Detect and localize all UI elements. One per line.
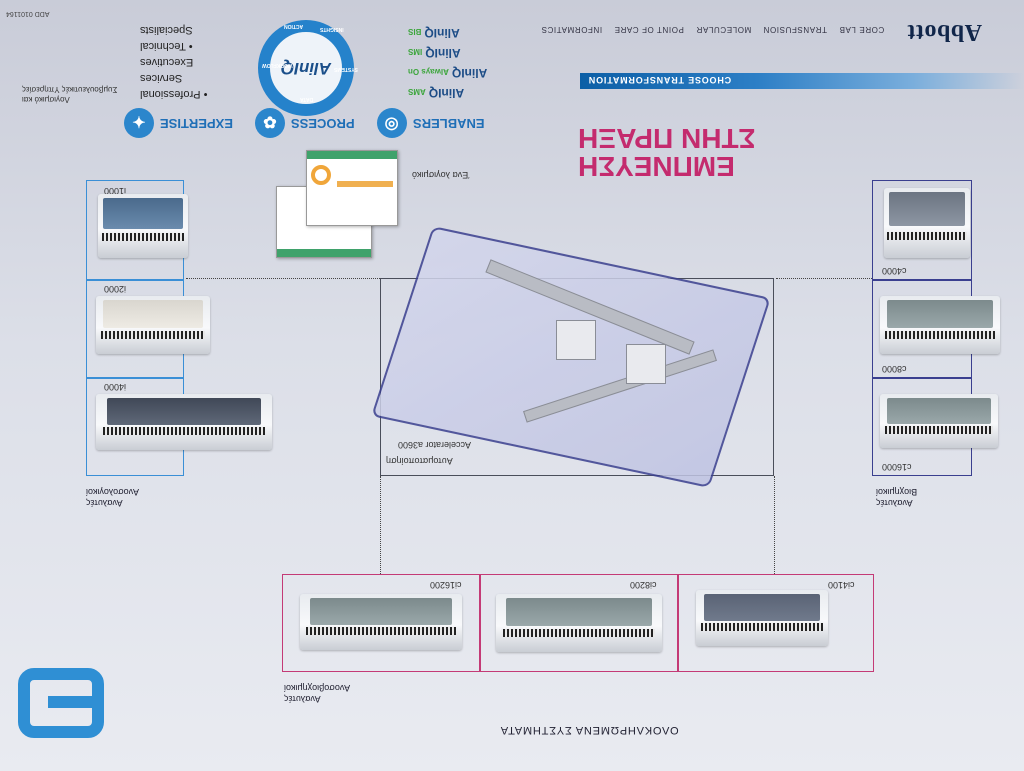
nav-item-core-lab[interactable]: CORE LAB (838, 25, 884, 34)
alinity-always-on: AlinIQAlways On (408, 66, 488, 80)
instrument-ci8200 (496, 594, 662, 652)
document-number: ADD 0101164 (6, 10, 50, 17)
nav-item-transfusion[interactable]: TRANSFUSION (762, 25, 827, 34)
wheel-segment-workflow: WORKFLOW (262, 62, 293, 68)
corner-logo-icon (18, 668, 104, 738)
alinity-ams: AlinIQAMS (408, 86, 465, 100)
connector-down-left (380, 476, 381, 574)
nav-item-informatics[interactable]: INFORMATICS (540, 25, 602, 34)
pillar-process: ✿ PROCESS (254, 108, 355, 138)
model-i4000: i4000 (104, 382, 127, 392)
wheel-segment-insights: INSIGHTS (320, 26, 344, 32)
immuno-group-label: Ανοσολογικοί Αναλυτές (86, 487, 139, 508)
instrument-i1000 (98, 194, 188, 258)
software-screen-front (306, 150, 398, 226)
instrument-c4000 (884, 188, 970, 258)
instrument-c8000 (880, 296, 1000, 354)
alinity-bis: AlinIQBIS (408, 26, 460, 40)
services-list: Specialists • Technical Executives Servi… (140, 24, 208, 100)
nav-item-point-of-care[interactable]: POINT OF CARE (613, 25, 684, 34)
track-module (626, 344, 666, 384)
abbott-logo: Abbott (906, 19, 982, 45)
expertise-icon: ✦ (124, 108, 154, 138)
automation-label: Αυτοματοποίηση (386, 456, 453, 466)
model-i2000: i2000 (104, 284, 127, 294)
model-ci4100: ci4100 (828, 580, 855, 590)
model-ci16200: ci16200 (430, 580, 462, 590)
model-c16000: c16000 (882, 462, 912, 472)
pillar-enablers: ◎ ENABLERS (376, 108, 484, 138)
pillar-expertise: ✦ EXPERTISE (124, 108, 233, 138)
alinity-ims: AlinIQIMS (408, 46, 461, 60)
connector-right (776, 278, 872, 279)
accelerator-model-label: Accelerator a3600 (398, 440, 472, 450)
connector-down-right (774, 476, 775, 574)
instrument-i2000 (96, 296, 210, 354)
ribbon-label: CHOOSE TRANSFORMATION (588, 75, 732, 85)
alinity-products: AlinIQBIS AlinIQIMS AlinIQAlways On Alin… (408, 26, 487, 100)
pillars-row: ✦ EXPERTISE ✿ PROCESS ◎ ENABLERS (124, 108, 484, 138)
instrument-i4000 (96, 394, 272, 450)
transformation-ribbon (580, 73, 1024, 89)
wheel-segment-data: DATA (300, 96, 314, 102)
instrument-ci16200 (300, 594, 462, 650)
model-ci8200: ci8200 (630, 580, 657, 590)
wheel-segment-systems: SYSTEMS (334, 66, 358, 72)
instrument-ci4100 (696, 590, 828, 646)
process-icon: ✿ (254, 108, 285, 138)
top-navigation: INFORMATICS POINT OF CARE MOLECULAR TRAN… (541, 25, 884, 34)
enablers-icon: ◎ (376, 108, 407, 138)
page-headline: ΣΤΗΝ ΠΡΑΞΗ ΕΜΠΝΕΥΣΗ (578, 123, 756, 182)
software-services-note: Συμβουλευτικές Υπηρεσίες Λογισμικό και (22, 85, 118, 104)
wheel-segment-action: ACTION (284, 23, 304, 29)
biochem-group-label: Βιοχημικοί Αναλυτές (876, 487, 918, 508)
model-c4000: c4000 (882, 266, 907, 276)
model-c8000: c8000 (882, 364, 907, 374)
alinity-process-wheel: AlinIQ ACTION INSIGHTS SYSTEMS DATA WORK… (258, 20, 358, 116)
instrument-c16000 (880, 394, 998, 448)
box-c4000 (872, 180, 972, 280)
connector-left (186, 278, 380, 279)
nav-item-molecular[interactable]: MOLECULAR (695, 25, 751, 34)
wheel-center-label: AlinIQ (280, 59, 332, 78)
software-label: Ένα λογισμικό (412, 170, 470, 180)
integrated-systems-title: ΟΛΟΚΛΗΡΩΜΕΝΑ ΣΥΣΤΗΜΑΤΑ (500, 724, 679, 736)
box-ci4100 (678, 574, 874, 672)
integrated-group-label: Ανοσοβιοχημικοί Αναλυτές (284, 683, 351, 704)
box-ci16200 (282, 574, 480, 672)
box-ci8200 (480, 574, 678, 672)
track-module (556, 320, 596, 360)
